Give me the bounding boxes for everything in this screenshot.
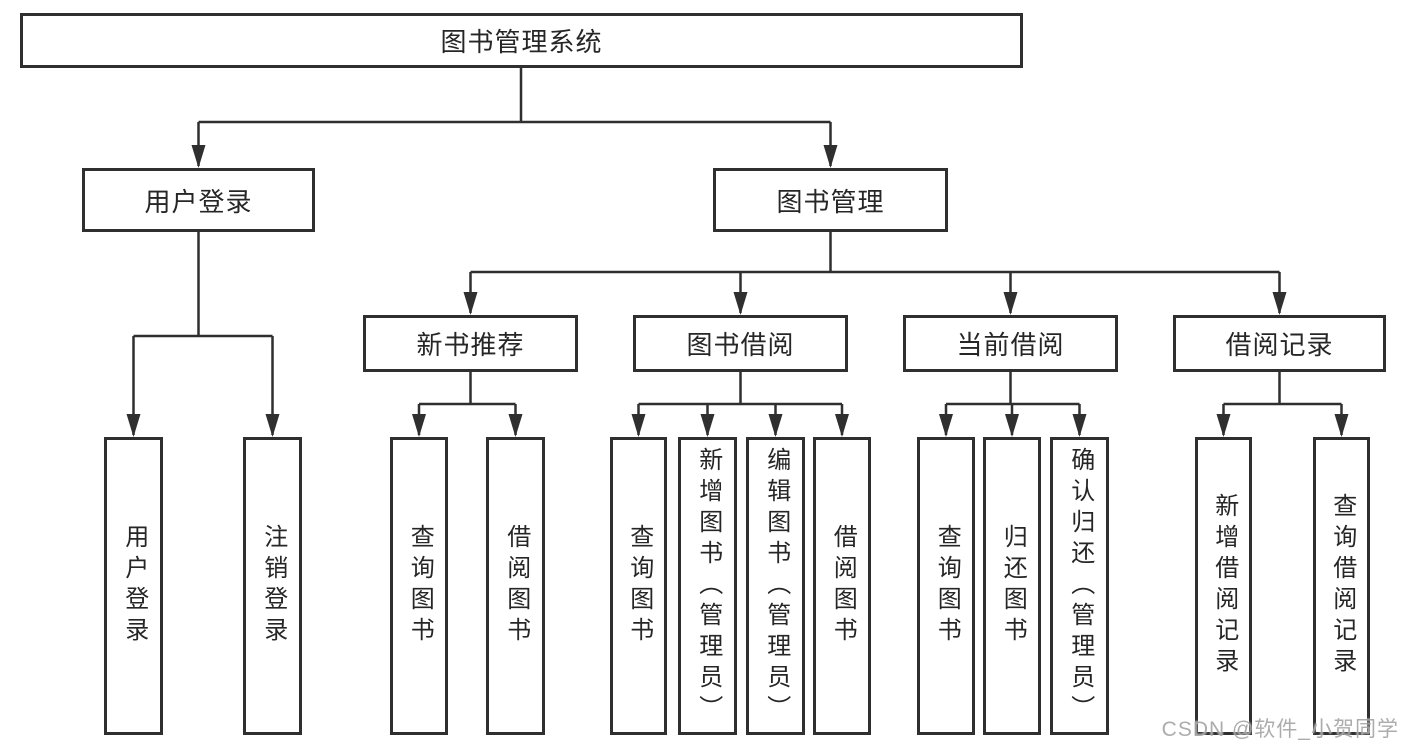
leaf-confirm-return-admin-label: 确认归还（管理员） xyxy=(1066,446,1094,726)
connector-borrow-records xyxy=(1222,372,1343,435)
leaf-borrow-books-label: 借阅图书 xyxy=(829,524,857,648)
leaf-query-books-borrow-label: 查询图书 xyxy=(625,524,653,648)
leaf-return-book-label: 归还图书 xyxy=(999,524,1027,648)
leaf-add-borrow-record: 新增借阅记录 xyxy=(1195,437,1252,735)
leaf-add-book-admin: 新增图书（管理员） xyxy=(678,437,737,735)
arrowheads xyxy=(126,145,1349,437)
leaf-logout: 注销登录 xyxy=(243,437,302,735)
node-root-label: 图书管理系统 xyxy=(440,27,603,57)
connector-root xyxy=(197,68,832,166)
node-book-borrow-label: 图书借阅 xyxy=(686,330,795,360)
leaf-edit-book-admin-label: 编辑图书（管理员） xyxy=(762,446,790,726)
leaf-user-login-label: 用户登录 xyxy=(120,524,148,648)
leaf-query-borrow-record-label: 查询借阅记录 xyxy=(1328,493,1356,679)
node-new-book-recommend: 新书推荐 xyxy=(363,315,578,372)
node-borrow-records: 借阅记录 xyxy=(1173,315,1386,372)
node-book-management-group: 图书管理 xyxy=(713,168,948,232)
node-new-book-recommend-label: 新书推荐 xyxy=(416,330,525,360)
leaf-borrow-books: 借阅图书 xyxy=(813,437,871,735)
node-current-borrow-label: 当前借阅 xyxy=(956,330,1065,360)
node-book-borrow: 图书借阅 xyxy=(633,315,848,372)
leaf-query-books-current-label: 查询图书 xyxy=(933,524,961,648)
connector-user-login xyxy=(132,232,274,435)
node-current-borrow: 当前借阅 xyxy=(903,315,1118,372)
leaf-return-book: 归还图书 xyxy=(983,437,1041,735)
leaf-logout-label: 注销登录 xyxy=(259,524,287,648)
leaf-query-books-recommend-label: 查询图书 xyxy=(406,524,434,648)
leaf-add-borrow-record-label: 新增借阅记录 xyxy=(1210,493,1238,679)
csdn-watermark: CSDN @软件_小贺同学 xyxy=(1161,718,1399,741)
connector-new-book xyxy=(417,372,517,435)
leaf-query-books-recommend: 查询图书 xyxy=(390,437,448,735)
node-book-management-group-label: 图书管理 xyxy=(776,186,885,217)
leaf-borrow-books-recommend-label: 借阅图书 xyxy=(502,524,530,648)
connector-book-borrow xyxy=(637,372,844,435)
leaf-query-books-current: 查询图书 xyxy=(917,437,975,735)
leaf-borrow-books-recommend: 借阅图书 xyxy=(486,437,545,735)
node-user-login-group: 用户登录 xyxy=(82,168,315,232)
leaf-user-login: 用户登录 xyxy=(104,437,163,735)
node-user-login-group-label: 用户登录 xyxy=(144,186,253,217)
leaf-query-books-borrow: 查询图书 xyxy=(610,437,667,735)
node-borrow-records-label: 借阅记录 xyxy=(1225,330,1334,360)
leaf-edit-book-admin: 编辑图书（管理员） xyxy=(746,437,805,735)
leaf-query-borrow-record: 查询借阅记录 xyxy=(1313,437,1370,735)
node-root: 图书管理系统 xyxy=(20,13,1023,68)
leaf-add-book-admin-label: 新增图书（管理员） xyxy=(694,446,722,726)
connector-book-mgmt xyxy=(469,232,1281,313)
leaf-confirm-return-admin: 确认归还（管理员） xyxy=(1050,437,1109,735)
